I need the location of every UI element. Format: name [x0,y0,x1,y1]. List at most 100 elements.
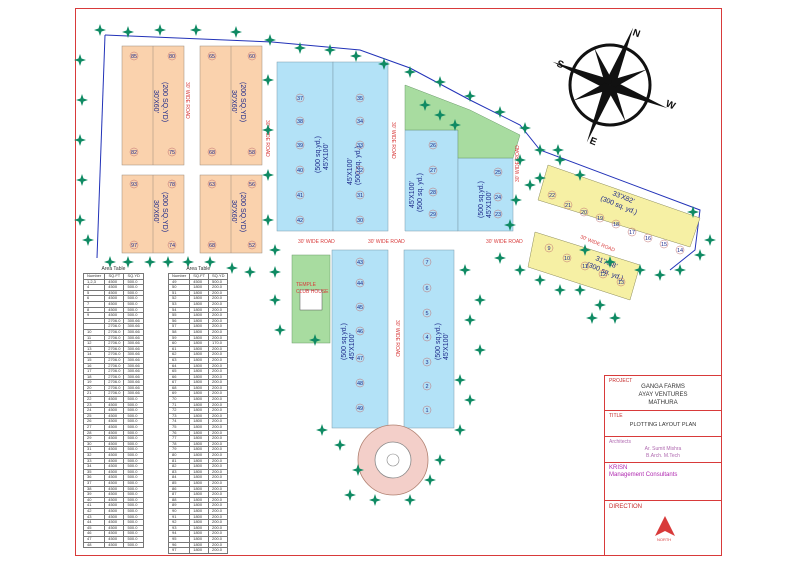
table-cell: 48 [82,541,106,549]
plot-marker [493,167,503,177]
road-label: 30' WIDE ROAD [368,239,405,245]
plot-marker [580,261,590,271]
tree-icon [694,249,706,261]
road-label: 30' WIDE ROAD [394,320,400,357]
plot-number: 35 [357,96,363,102]
tree-icon [404,66,416,78]
plot-marker [207,240,217,250]
block-10-size: 45'X100' [443,333,450,360]
table-cell: 500.0 [123,412,144,420]
table-cell: 200.0 [208,328,229,336]
plot-number: 44 [357,281,363,287]
plot-marker [355,140,365,150]
table-cell: 89 [167,502,191,509]
table-cell: 500.0 [123,463,144,470]
plot-number: 21 [565,203,571,209]
plot-marker [355,278,365,288]
table-cell: 74 [167,418,191,425]
tree-icon [230,26,242,38]
plot-marker [295,116,305,126]
plot-marker [129,179,139,189]
tree-icon [586,312,598,324]
tree-icon [594,299,606,311]
block-5 [276,61,334,232]
table-cell: 52 [167,295,191,302]
area-table-1-title: Area Table [101,266,126,272]
table-cell: 500.0 [123,301,144,308]
temple-building [299,289,323,311]
table-cell: 500.0 [123,480,144,487]
plot-number: 29 [430,212,436,218]
plot-number: 75 [169,150,175,156]
tree-icon [274,324,286,336]
table-cell: 200.0 [208,351,229,358]
table-cell: 200.0 [208,491,229,498]
table-cell: 60 [167,340,191,347]
plot-number: 6 [425,286,428,292]
table-cell: 200.0 [208,452,229,459]
tree-icon [574,169,586,181]
tree-icon [122,26,134,38]
col-header: SQ.YD [208,273,229,280]
compass-e: E [588,136,599,149]
table-cell: 77 [167,435,191,442]
plot-marker [355,257,365,267]
block-4-area: (200 SQ.YD) [239,192,246,232]
plot-number: 32 [357,168,363,174]
table-cell: 61 [167,345,191,353]
table-cell: 53 [167,301,191,308]
plot-marker [207,179,217,189]
plot-marker [295,93,305,103]
plot-number: 5 [425,311,428,317]
plot-marker [295,190,305,200]
table-cell: 51 [167,289,191,297]
table-cell: 72 [167,407,191,414]
col-header: SQ.YD [123,273,144,280]
plot-marker [428,209,438,219]
block-6 [332,61,389,232]
tree-icon [419,99,431,111]
tree-icon [182,256,194,268]
tree-icon [519,122,531,134]
table-cell: 200.0 [208,446,229,453]
block-4-size: 30'X60' [230,200,237,223]
table-cell: 200.0 [208,440,229,448]
block-8 [457,157,514,232]
tree-icon [424,474,436,486]
plot-marker [579,207,589,217]
firm-subtitle: Management Consultants [609,472,678,478]
tree-icon [654,269,666,281]
plot-number: 48 [357,381,363,387]
table-cell: 200.0 [208,362,229,370]
block-tl-3 [121,174,185,254]
plot-marker [422,357,432,367]
table-cell: 200.0 [208,312,229,319]
table-cell: 75 [167,424,191,431]
tree-icon [294,42,306,54]
tree-icon [524,179,536,191]
tree-icon [604,256,616,268]
table-cell: 300.66 [123,345,144,353]
plot-marker [675,245,685,255]
direction-label: DIRECTION [609,504,642,510]
block-3-size: 30'X60' [152,200,159,223]
table-cell: 200.0 [208,284,229,291]
plot-marker [129,240,139,250]
plot-number: 39 [297,143,303,149]
plot-marker [355,93,365,103]
firm-name: KRISN [609,465,628,471]
table-cell: 200.0 [208,468,229,476]
